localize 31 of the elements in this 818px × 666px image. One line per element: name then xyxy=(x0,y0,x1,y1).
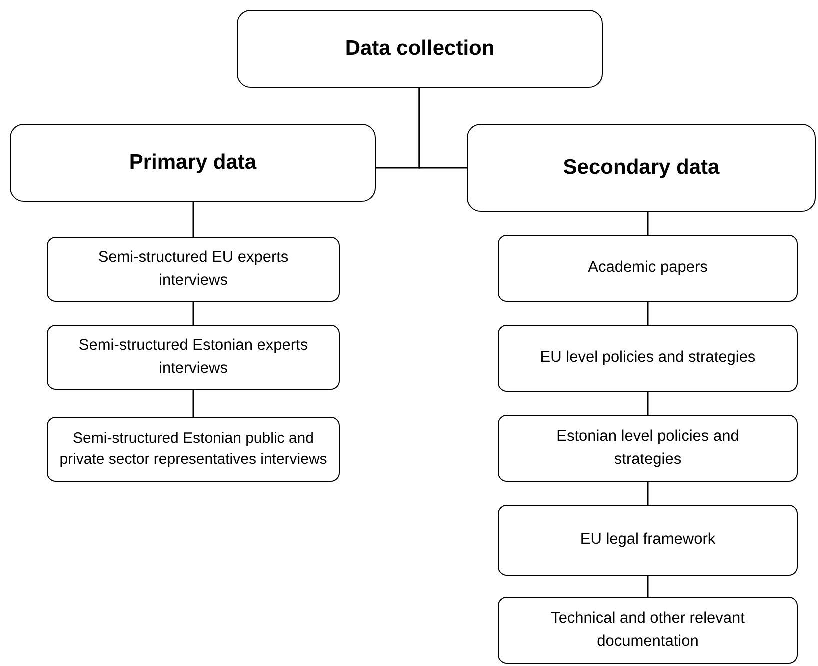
source-box xyxy=(47,325,340,390)
connector-line xyxy=(647,392,649,415)
source-box xyxy=(498,235,798,302)
box-label: Semi-structured EU experts interviews xyxy=(97,248,290,290)
connector-line xyxy=(192,390,194,417)
box-label: Academic papers xyxy=(588,258,708,278)
connector-line xyxy=(647,482,649,505)
box-label: Semi-structured Estonian public and private sector representatives interviews xyxy=(58,429,328,470)
category-box xyxy=(237,10,603,88)
box-label: Data collection xyxy=(345,37,495,61)
category-box xyxy=(10,124,376,202)
box-label: Technical and other relevant documentation xyxy=(550,609,746,652)
box-label: Primary data xyxy=(129,151,257,175)
connector-line xyxy=(418,88,467,169)
source-box xyxy=(47,417,340,482)
box-label: Secondary data xyxy=(563,156,720,180)
box-label: EU level policies and strategies xyxy=(540,348,756,368)
connector-line xyxy=(647,302,649,325)
connector-line xyxy=(647,212,649,235)
source-box xyxy=(498,325,798,392)
connector-line xyxy=(647,576,649,597)
category-box xyxy=(467,124,816,212)
source-box xyxy=(498,597,798,664)
source-box xyxy=(498,415,798,482)
box-label: Estonian level policies and strategies xyxy=(556,427,740,470)
connector-line xyxy=(192,302,194,325)
connector-line xyxy=(192,202,194,237)
box-label: Semi-structured Estonian experts interviews xyxy=(78,336,310,378)
source-box xyxy=(47,237,340,302)
source-box xyxy=(498,505,798,576)
box-label: EU legal framework xyxy=(580,530,716,550)
